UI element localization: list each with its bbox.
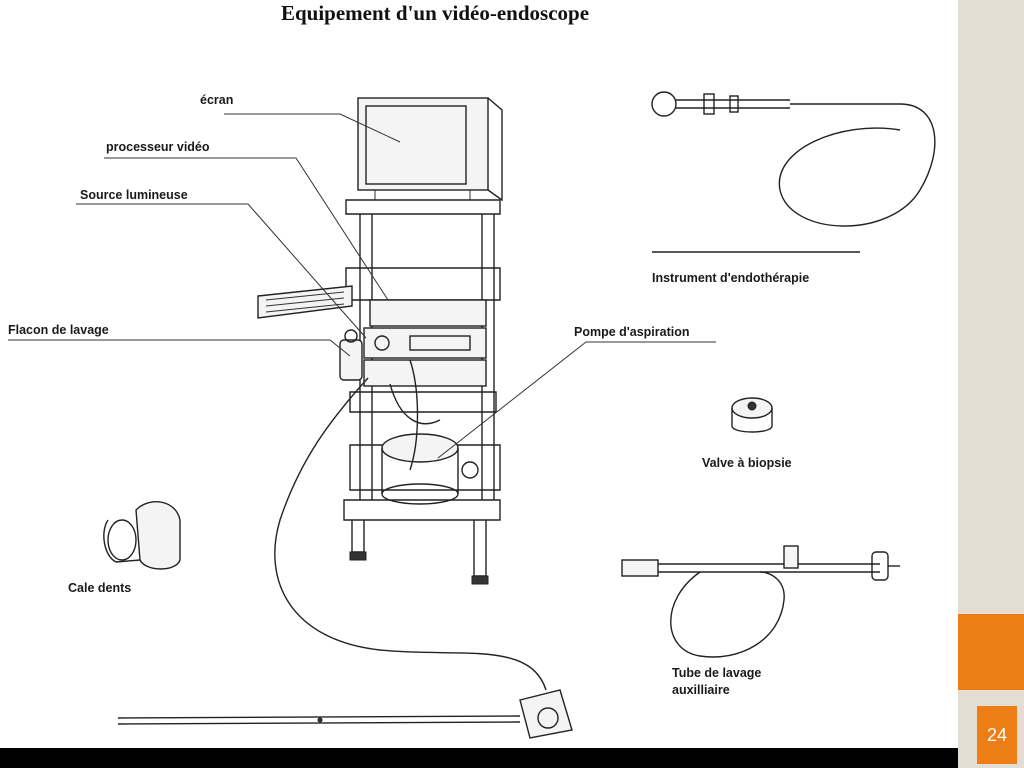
label-flacon-de-lavage: Flacon de lavage xyxy=(8,323,109,337)
label-ecran: écran xyxy=(200,93,234,107)
label-source-lumineuse: Source lumineuse xyxy=(80,188,188,202)
wash-tube-drawing xyxy=(621,545,900,658)
monitor-drawing xyxy=(357,97,489,191)
side-gap xyxy=(946,0,958,740)
valve-drawing xyxy=(731,397,773,433)
page-number: 24 xyxy=(977,706,1017,764)
label-tube-lavage-line2: auxilliaire xyxy=(672,683,730,697)
bottom-bar xyxy=(0,748,958,768)
label-instrument-endotherapie: Instrument d'endothérapie xyxy=(652,271,810,285)
label-tube-lavage-line1: Tube de lavage xyxy=(672,666,762,680)
label-pompe-aspiration: Pompe d'aspiration xyxy=(574,325,690,339)
diagram-title: Equipement d'un vidéo-endoscope xyxy=(280,1,590,25)
leader-lines xyxy=(8,113,716,459)
accent-block xyxy=(958,614,1024,690)
cart-drawing xyxy=(257,97,503,585)
label-cale-dents: Cale dents xyxy=(68,581,132,595)
instrument-drawing xyxy=(651,91,936,253)
endoscope-equipment-illustration xyxy=(8,91,936,739)
bite-block-drawing xyxy=(103,501,181,570)
endoscope-drawing xyxy=(117,359,573,739)
label-valve-biopsie: Valve à biopsie xyxy=(702,456,792,470)
label-processeur-video: processeur vidéo xyxy=(106,140,210,154)
